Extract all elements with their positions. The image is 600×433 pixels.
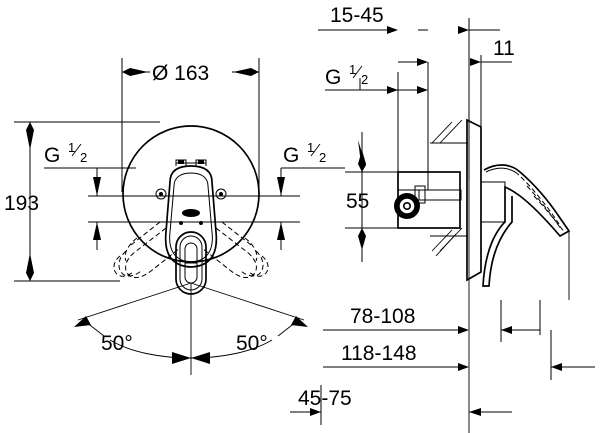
thread-side-g: G <box>325 66 341 89</box>
thread-right-g: G <box>283 144 299 167</box>
dim-depth-45-75: 45-75 <box>298 387 352 410</box>
arrow-up <box>26 122 34 150</box>
thread-side-numerator: 1 <box>349 62 356 77</box>
screw-boss-right <box>215 188 227 200</box>
thread-left-numerator: 1 <box>68 140 75 155</box>
dim-angle-right: 50° <box>236 332 268 355</box>
wall-hatch <box>430 227 468 257</box>
thread-side-denominator: 2 <box>361 72 368 87</box>
dim-depth-118-148: 118-148 <box>341 342 417 365</box>
wall-hatch-upper <box>430 119 468 144</box>
thread-left-g: G <box>44 144 60 167</box>
dim-diameter-163: Ø 163 <box>152 62 209 85</box>
dim-depth-78-108: 78-108 <box>350 305 415 328</box>
seal-detail <box>394 193 420 219</box>
dim-top-range-15-45: 15-45 <box>330 4 384 27</box>
side-view-geometry <box>290 18 595 433</box>
label-thread-side: G 1 2 <box>325 62 368 89</box>
dim-center-height-55: 55 <box>346 190 369 213</box>
label-thread-left: G 1 2 <box>44 140 87 167</box>
thread-right-numerator: 1 <box>307 140 314 155</box>
handle-swing-left <box>113 221 181 279</box>
lever-handle-side <box>480 164 571 300</box>
label-thread-right: G 1 2 <box>283 140 326 167</box>
handle-swing-right <box>201 221 269 279</box>
front-view-geometry <box>14 58 345 375</box>
screw-boss-left <box>155 188 167 200</box>
dim-height-193: 193 <box>4 192 39 215</box>
arrow-down <box>26 253 34 281</box>
dim-angle-left: 50° <box>101 332 133 355</box>
thread-right-denominator: 2 <box>319 150 326 165</box>
thread-left-denominator: 2 <box>80 150 87 165</box>
dim-wall-thickness-11: 11 <box>493 37 515 60</box>
